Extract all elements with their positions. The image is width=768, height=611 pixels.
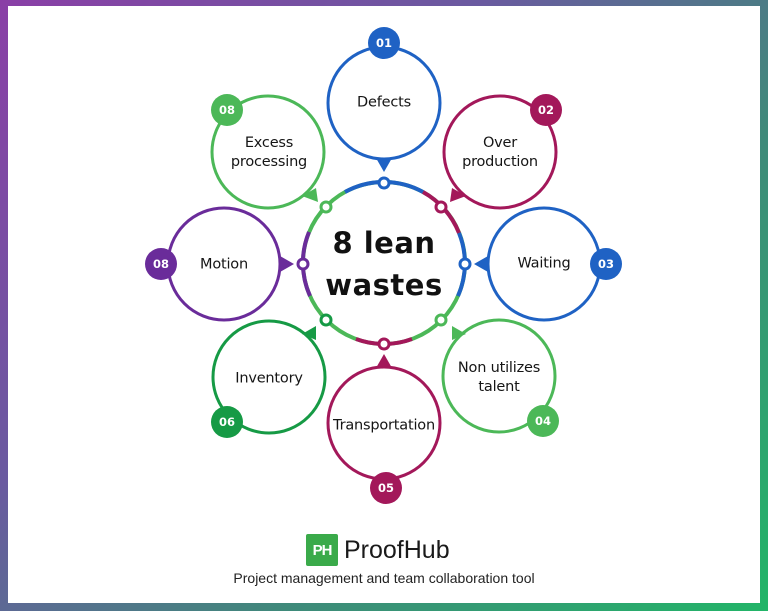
center-title-line-1: 8 lean xyxy=(332,226,436,260)
waste-label-line: Waiting xyxy=(517,255,571,272)
center-title-line-2: wastes xyxy=(325,268,443,302)
waste-number-badge-01: 01 xyxy=(368,27,400,59)
waste-label-transportation: Transportation xyxy=(333,417,435,436)
waste-label-over-production: Over production xyxy=(462,134,538,172)
waste-label-line: Motion xyxy=(200,256,248,273)
waste-label-line: Inventory xyxy=(235,370,303,387)
waste-label-line: Excess xyxy=(244,135,294,151)
waste-number-badge-02: 02 xyxy=(530,94,562,126)
waste-number-badge-08-excess: 08 xyxy=(211,94,243,126)
proofhub-logo-icon: PH xyxy=(306,534,338,566)
waste-number-badge-03: 03 xyxy=(590,248,622,280)
waste-label-inventory: Inventory xyxy=(235,370,303,389)
waste-number-badge-06: 06 xyxy=(211,406,243,438)
waste-label-line: Defects xyxy=(357,94,411,111)
waste-label-line: production xyxy=(462,154,538,170)
waste-label-non-utilized-talent: Non utilizes talent xyxy=(458,359,540,397)
waste-label-line: Non utilizes xyxy=(457,360,541,376)
waste-number-badge-05: 05 xyxy=(370,472,402,504)
waste-label-excess-processing: Excess processing xyxy=(231,134,307,172)
tagline: Project management and team collaboratio… xyxy=(233,570,535,586)
waste-label-defects: Defects xyxy=(357,94,411,113)
satellite-circles xyxy=(166,45,602,481)
waste-label-line: Over xyxy=(482,135,518,151)
ring-nodes xyxy=(296,176,472,351)
waste-number-badge-04: 04 xyxy=(527,405,559,437)
brand-name: ProofHub xyxy=(344,535,450,564)
waste-label-line: processing xyxy=(230,154,308,170)
center-title: 8 lean wastes xyxy=(325,222,442,306)
waste-label-waiting: Waiting xyxy=(517,255,570,274)
proofhub-logo: PH ProofHub xyxy=(306,534,450,566)
waste-label-motion: Motion xyxy=(200,256,248,275)
connector-pointers xyxy=(280,158,488,368)
waste-label-line: Transportation xyxy=(333,417,435,434)
waste-number-badge-08-motion: 08 xyxy=(145,248,177,280)
waste-label-line: talent xyxy=(478,379,520,395)
